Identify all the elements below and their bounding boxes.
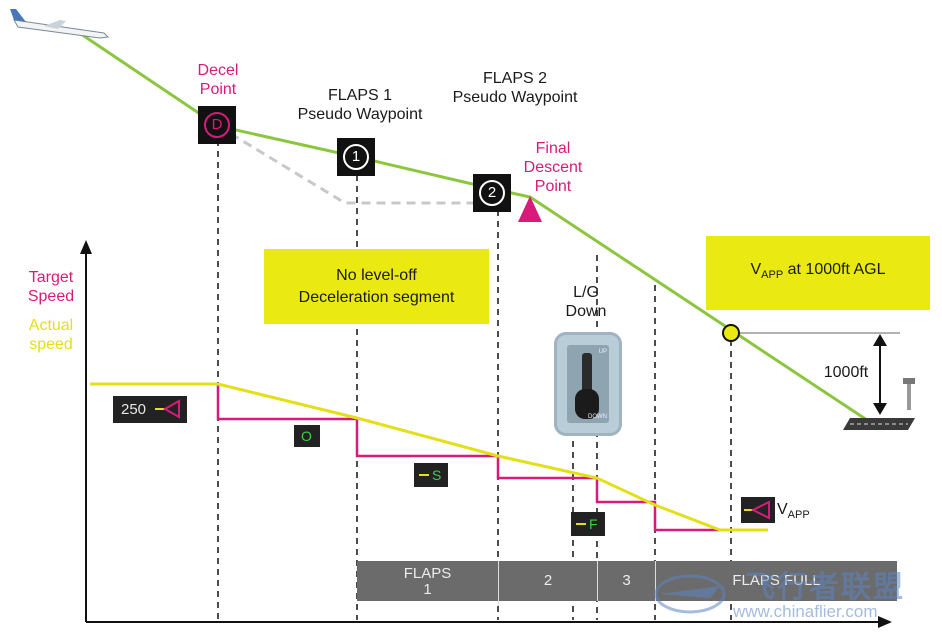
flaps2-waypoint: 2 bbox=[473, 174, 511, 212]
final-descent-point-label: Final Descent Point bbox=[515, 139, 591, 196]
gear-up-text: UP bbox=[598, 349, 607, 355]
vapp-triangle-icon bbox=[744, 500, 770, 520]
height-arrow-down bbox=[873, 403, 887, 415]
green-dot-indicator: O bbox=[294, 425, 320, 447]
lg-down-line2: Down bbox=[565, 303, 607, 320]
lg-down-line1: L/G bbox=[573, 284, 599, 301]
s-speed-text: S bbox=[432, 467, 442, 483]
vapp-point-marker bbox=[722, 324, 740, 342]
target-speed-label-line2: Speed bbox=[27, 288, 75, 305]
flaps2-waypoint-label-line1: FLAPS 2 bbox=[482, 70, 548, 87]
vapp-speed-sub: APP bbox=[787, 509, 810, 522]
final-descent-label-line2: Descent bbox=[523, 159, 583, 176]
s-speed-indicator: S bbox=[414, 463, 448, 487]
actual-speed-label-line1: Actual bbox=[28, 317, 74, 334]
target-speed-label: Target Speed bbox=[20, 268, 82, 306]
descent-path bbox=[74, 28, 871, 424]
vapp-speed-label: VAPP bbox=[777, 500, 810, 525]
lg-down-label: L/G Down bbox=[556, 283, 616, 321]
actual-speed-line bbox=[90, 382, 768, 532]
flaps-cell-1: FLAPS 1 bbox=[357, 561, 499, 606]
flaps2-waypoint-label: FLAPS 2 Pseudo Waypoint bbox=[435, 69, 595, 107]
f-speed-text: F bbox=[589, 516, 598, 532]
f-speed-indicator: F bbox=[571, 512, 605, 536]
no-level-off-line2: Deceleration segment bbox=[298, 288, 455, 306]
control-tower-icon bbox=[903, 378, 915, 410]
actual-speed-label: Actual speed bbox=[20, 316, 82, 354]
decel-point-label: Decel Point bbox=[190, 61, 246, 99]
aircraft-icon bbox=[10, 9, 110, 39]
gear-down-text: DOWN bbox=[588, 414, 607, 420]
flaps-cell-1-line2: 1 bbox=[423, 581, 432, 598]
decel-point-label-line2: Point bbox=[199, 81, 237, 98]
watermark-url: www.chinaflier.com bbox=[733, 602, 878, 621]
watermark-text: 飞行者联盟 bbox=[745, 571, 905, 604]
final-descent-triangle bbox=[518, 196, 542, 222]
gear-lever bbox=[582, 353, 592, 417]
vapp-1000-sub: APP bbox=[761, 269, 784, 282]
flaps1-waypoint-label-line2: Pseudo Waypoint bbox=[297, 106, 423, 123]
vapp-1000-v: V bbox=[750, 261, 762, 279]
target-speed-triangle-icon bbox=[155, 399, 180, 419]
flaps2-waypoint-symbol: 2 bbox=[479, 180, 505, 206]
vapp-indicator bbox=[741, 497, 775, 523]
no-level-off-line1: No level-off bbox=[336, 266, 417, 284]
decel-point-label-line1: Decel bbox=[197, 62, 239, 79]
final-descent-label-line1: Final bbox=[535, 140, 571, 157]
level-off-path bbox=[217, 124, 498, 205]
gear-lever-knob bbox=[575, 389, 599, 419]
speed-250-indicator: 250 bbox=[113, 396, 187, 423]
no-level-off-box: No level-off Deceleration segment bbox=[264, 249, 489, 324]
flaps-cell-3: 3 bbox=[598, 561, 656, 601]
flaps2-waypoint-label-line2: Pseudo Waypoint bbox=[452, 89, 578, 106]
speed-250-text: 250 bbox=[121, 401, 147, 418]
flaps1-waypoint-symbol: 1 bbox=[343, 144, 369, 170]
vapp-1000-rest: at 1000ft AGL bbox=[783, 261, 886, 279]
vapp-1000ft-box: VAPP at 1000ft AGL bbox=[706, 236, 930, 310]
height-arrow-up bbox=[873, 334, 887, 346]
height-1000ft-label: 1000ft bbox=[823, 364, 869, 381]
landing-gear-lever-panel: UP DOWN bbox=[554, 332, 622, 436]
flaps-cell-2: 2 bbox=[499, 561, 598, 601]
green-dot-text: O bbox=[301, 428, 312, 444]
watermark-logo-icon bbox=[654, 574, 726, 614]
target-speed-label-line1: Target bbox=[28, 269, 74, 286]
flaps1-waypoint: 1 bbox=[337, 138, 375, 176]
flaps1-waypoint-label-line1: FLAPS 1 bbox=[327, 87, 393, 104]
flaps-bar: FLAPS 1 2 3 FLAPS FULL bbox=[357, 561, 897, 606]
final-descent-label-line3: Point bbox=[534, 178, 572, 195]
target-speed-line bbox=[90, 382, 750, 532]
flaps-cell-full: FLAPS FULL bbox=[732, 572, 821, 589]
vapp-speed-v: V bbox=[777, 501, 788, 518]
flaps-cell-1-line1: FLAPS bbox=[403, 565, 452, 582]
decel-waypoint-symbol: D bbox=[204, 112, 230, 138]
actual-speed-label-line2: speed bbox=[29, 336, 73, 353]
flaps1-waypoint-label: FLAPS 1 Pseudo Waypoint bbox=[280, 86, 440, 124]
decel-point-waypoint: D bbox=[198, 106, 236, 144]
